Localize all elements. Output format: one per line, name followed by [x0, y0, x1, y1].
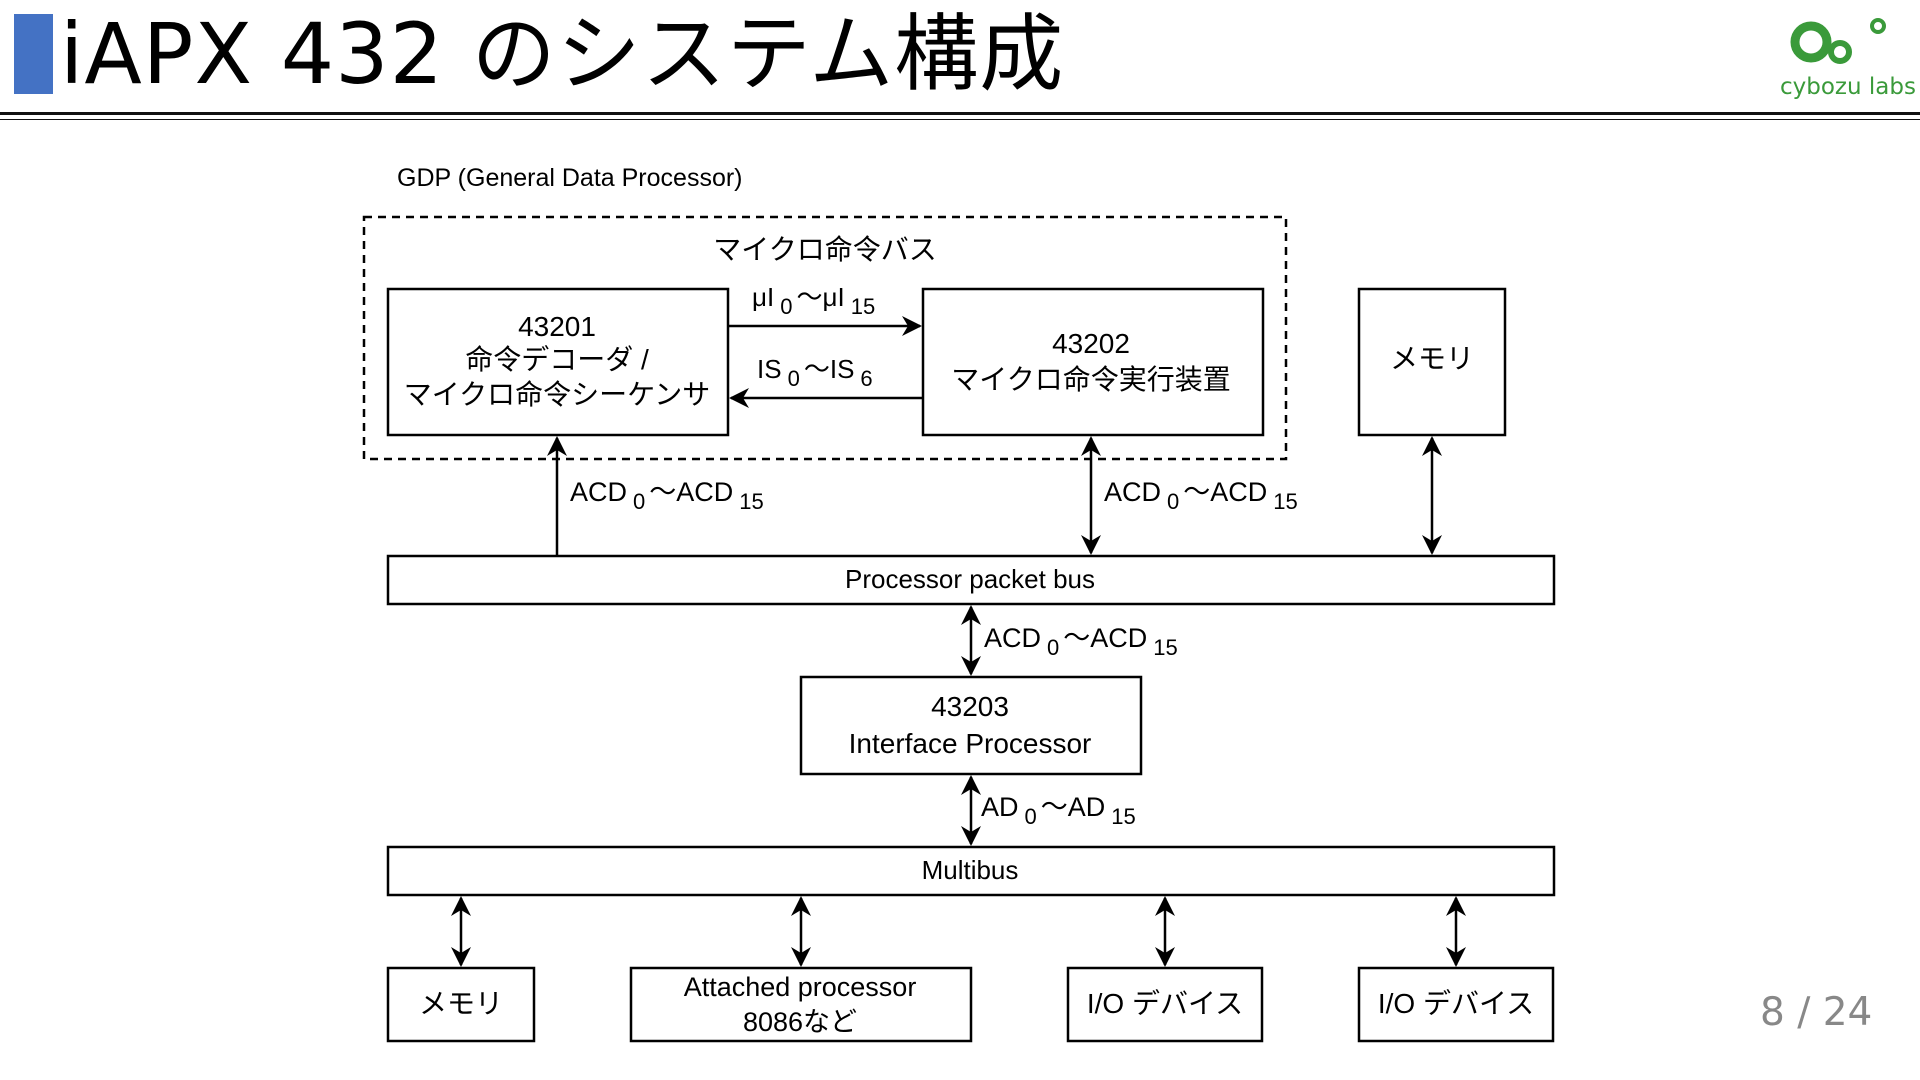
io-device-2-label: I/O デバイス [1378, 988, 1534, 1019]
gdp-label: GDP (General Data Processor) [397, 164, 743, 192]
attached-processor-box [629, 966, 973, 1043]
box-43202 [921, 287, 1265, 437]
box-43201 [386, 287, 730, 437]
title-accent-bar [14, 14, 53, 94]
box-43201-name: 命令デコーダ / [465, 344, 649, 375]
packet-bus-label: Processor packet bus [845, 564, 1095, 594]
io-device-box-2 [1357, 966, 1555, 1043]
box-43201-role: マイクロ命令シーケンサ [404, 379, 711, 410]
logo-circle-large [1790, 21, 1832, 63]
title-rule-thin [0, 119, 1920, 120]
title-rule-thick [0, 112, 1920, 115]
processor-packet-bus [386, 554, 1556, 606]
page-title: iAPX 432 のシステム構成 [60, 5, 1065, 103]
memory-box-bottom [386, 966, 536, 1043]
logo-circle-small [1870, 18, 1886, 34]
box-43202-id: 43202 [1052, 328, 1130, 359]
multibus [386, 845, 1556, 897]
io-device-box-1 [1066, 966, 1264, 1043]
gdp-enclosure [362, 215, 1288, 461]
io-device-1-label: I/O デバイス [1087, 988, 1243, 1019]
logo-circle-medium [1828, 40, 1852, 64]
micro-bus-label: マイクロ命令バス [713, 234, 936, 265]
box-43201-id: 43201 [518, 311, 596, 342]
memory-bottom-label: メモリ [419, 988, 503, 1019]
attached-processor-label: Attached processor [684, 972, 917, 1002]
memory-box-top [1357, 287, 1507, 437]
page-number: 8 / 24 [1760, 990, 1873, 1035]
multibus-label: Multibus [922, 855, 1019, 885]
box-43202-name: マイクロ命令実行装置 [951, 364, 1230, 395]
box-43203-name: Interface Processor [849, 728, 1092, 759]
attached-processor-example: 8086など [743, 1007, 857, 1037]
box-43203-id: 43203 [931, 691, 1009, 722]
cybozu-logo [1790, 18, 1886, 64]
logo-text: cybozu labs [1780, 74, 1916, 100]
box-43203 [799, 675, 1143, 776]
memory-top-label: メモリ [1390, 343, 1474, 374]
